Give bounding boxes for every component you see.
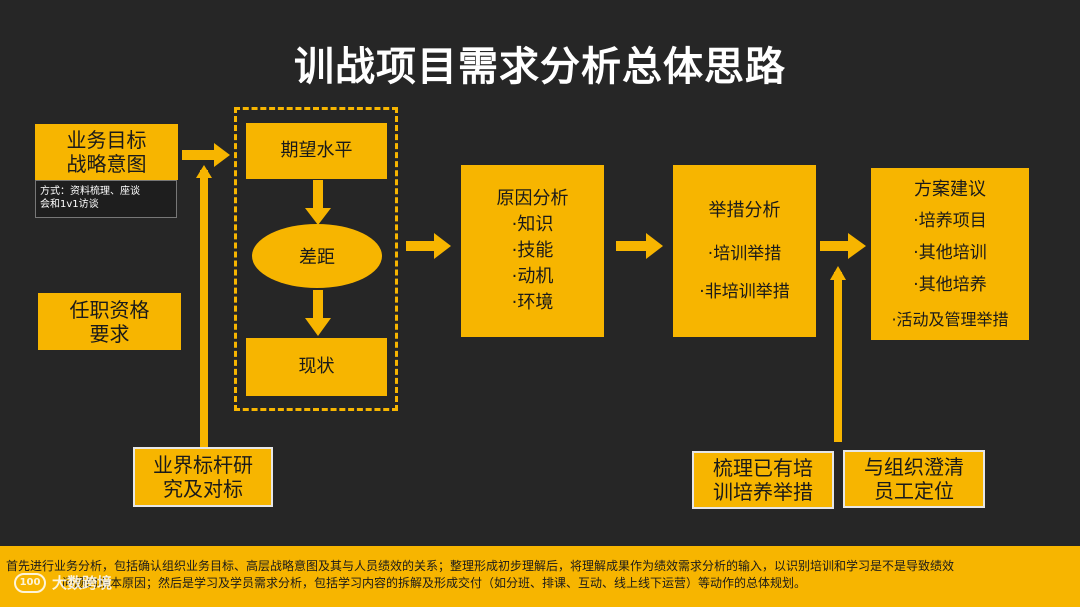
job-requirement-line2: 要求 [89, 321, 130, 346]
footer-summary-text: 首先进行业务分析，包括确认组织业务目标、高层战略意图及其与人员绩效的关系；整理形… [6, 558, 1076, 592]
arrowhead-existing-up [830, 266, 846, 280]
page-title: 训战项目需求分析总体思路 [294, 44, 786, 90]
business-goals-label: 业务目标 [66, 128, 147, 152]
expected-level-box: 期望水平 [246, 123, 387, 179]
plan-item: ·其他培训 [913, 243, 987, 263]
line-existing-up [834, 272, 842, 442]
cause-analysis-title: 原因分析 [496, 188, 569, 209]
watermark-mark: 100 [14, 572, 46, 593]
arrow-measure-to-plan [820, 233, 866, 259]
gap-label: 差距 [299, 247, 335, 268]
cause-item: ·动机 [511, 266, 554, 287]
line-benchmark-up [200, 170, 208, 448]
watermark-logo: 100 大数跨境 [14, 572, 112, 593]
benchmark-box: 业界标杆研 究及对标 [133, 447, 273, 507]
cause-item: ·知识 [511, 214, 554, 235]
existing-measures-line1: 梳理已有培 [713, 456, 813, 480]
arrow-business-to-expect [182, 143, 230, 167]
footer-line2: 问题的根本原因；然后是学习及学员需求分析，包括学习内容的拆解及形成交付（如分班、… [62, 576, 807, 590]
method-note-line2: 会和1v1访谈 [40, 199, 99, 210]
benchmark-line2: 究及对标 [163, 477, 243, 501]
measure-item: ·培训举措 [707, 244, 782, 264]
benchmark-line1: 业界标杆研 [153, 453, 253, 477]
plan-item: ·其他培养 [913, 275, 987, 295]
gap-ellipse: 差距 [252, 224, 382, 288]
arrow-expect-to-gap [305, 180, 331, 225]
plan-item: ·培养项目 [913, 211, 987, 231]
arrow-cause-to-measure [616, 233, 663, 259]
business-goals-box: 业务目标 战略意图 [35, 124, 178, 180]
org-clarify-line2: 员工定位 [874, 479, 954, 503]
arrow-to-cause [406, 233, 451, 259]
existing-measures-box: 梳理已有培 训培养举措 [692, 451, 834, 509]
arrowhead-benchmark-up [196, 165, 212, 178]
measure-analysis-title: 举措分析 [708, 200, 781, 221]
expected-level-label: 期望水平 [280, 140, 353, 161]
cause-analysis-box: 原因分析 ·知识 ·技能 ·动机 ·环境 [461, 165, 604, 337]
job-requirement-box: 任职资格 要求 [38, 293, 181, 350]
measure-item: ·非培训举措 [699, 282, 790, 302]
cause-item: ·环境 [511, 292, 554, 313]
plan-suggestion-box: 方案建议 ·培养项目 ·其他培训 ·其他培养 ·活动及管理举措 [871, 168, 1029, 340]
cause-item: ·技能 [511, 240, 554, 261]
plan-suggestion-title: 方案建议 [914, 179, 986, 200]
footer-summary-bar: 首先进行业务分析，包括确认组织业务目标、高层战略意图及其与人员绩效的关系；整理形… [0, 546, 1080, 607]
arrow-gap-to-current [305, 290, 331, 336]
org-clarify-line1: 与组织澄清 [864, 455, 964, 479]
plan-item: ·活动及管理举措 [891, 310, 1009, 329]
current-state-label: 现状 [298, 356, 335, 377]
job-requirement-line1: 任职资格 [69, 297, 150, 322]
footer-line1: 首先进行业务分析，包括确认组织业务目标、高层战略意图及其与人员绩效的关系；整理形… [6, 559, 955, 573]
gap-analysis-group [234, 107, 398, 411]
method-note: 方式：资料梳理、座谈 会和1v1访谈 [35, 180, 177, 218]
existing-measures-line2: 训培养举措 [713, 480, 813, 504]
current-state-box: 现状 [246, 338, 387, 396]
measure-analysis-box: 举措分析 ·培训举措 ·非培训举措 [673, 165, 816, 337]
method-note-line1: 方式：资料梳理、座谈 [40, 186, 140, 197]
watermark-text: 大数跨境 [52, 574, 113, 592]
org-clarify-box: 与组织澄清 员工定位 [843, 450, 985, 508]
strategic-intent-label: 战略意图 [66, 152, 147, 176]
